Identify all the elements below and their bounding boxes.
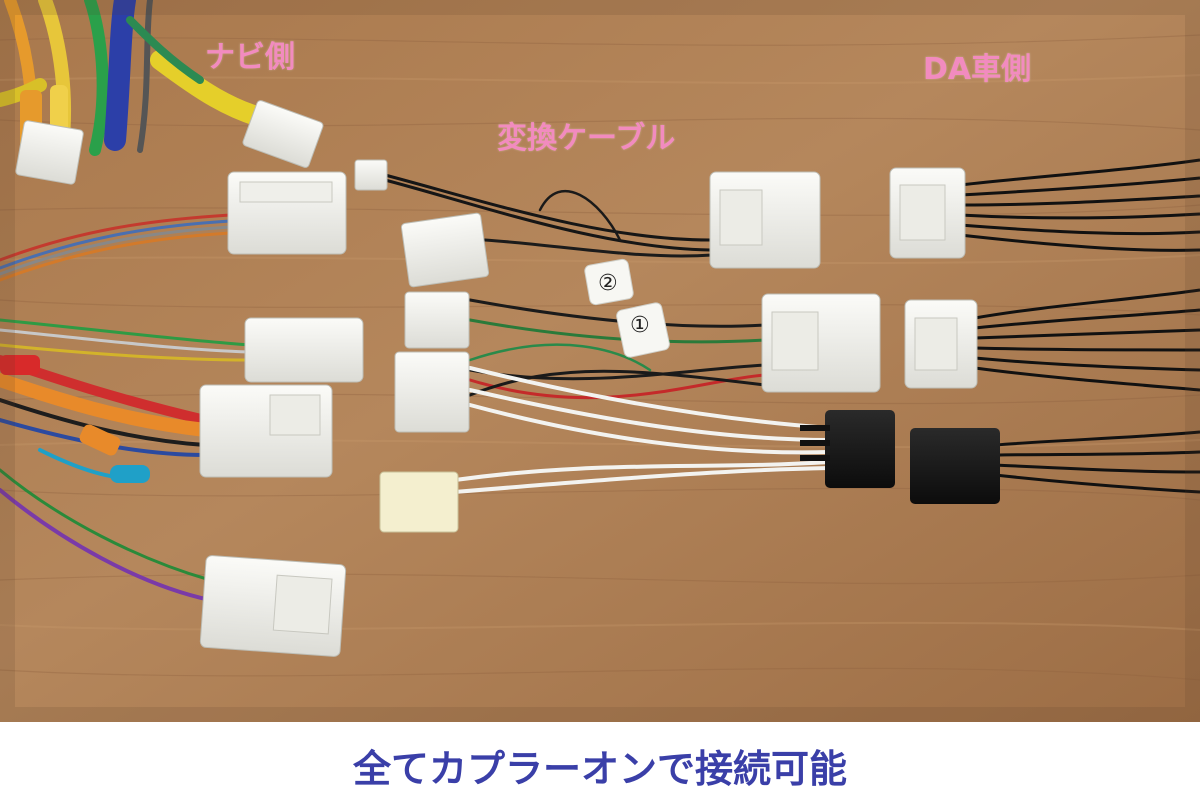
cable-connector-a <box>400 212 490 288</box>
da-car-connectors <box>889 167 1000 504</box>
wiring-harness-photo: ② ① <box>0 0 1200 722</box>
da-connector-black <box>910 428 1000 504</box>
cable-connector-c <box>394 351 470 433</box>
navi-side-label: ナビ側 <box>205 40 295 75</box>
caption-bar <box>0 722 1200 796</box>
da-car-wires <box>959 158 1200 494</box>
da-car-side-label: DA車側 <box>923 52 1032 87</box>
cable-connector-tiny <box>354 159 388 191</box>
marker-tags <box>584 258 670 358</box>
navi-connector-mid <box>244 317 364 383</box>
cable-connector-d <box>379 471 459 533</box>
conversion-connectors-left <box>354 159 490 533</box>
cable-connector-black <box>825 410 895 488</box>
terminal-sleeves <box>0 85 150 483</box>
conversion-cable-wires <box>383 173 832 494</box>
tag-1-text: ① <box>630 313 650 338</box>
conversion-connectors-right <box>709 171 895 488</box>
cable-connector-b <box>404 291 470 349</box>
navi-connector-small-top <box>242 100 324 168</box>
navi-connector-small-left <box>15 120 84 185</box>
wood-grain <box>0 34 1200 681</box>
tag-2-text: ② <box>598 271 618 296</box>
navi-connectors <box>15 100 364 657</box>
caption-text: 全てカプラーオンで接続可能 <box>352 747 847 791</box>
conversion-cable-label: 変換ケーブル <box>497 121 676 156</box>
